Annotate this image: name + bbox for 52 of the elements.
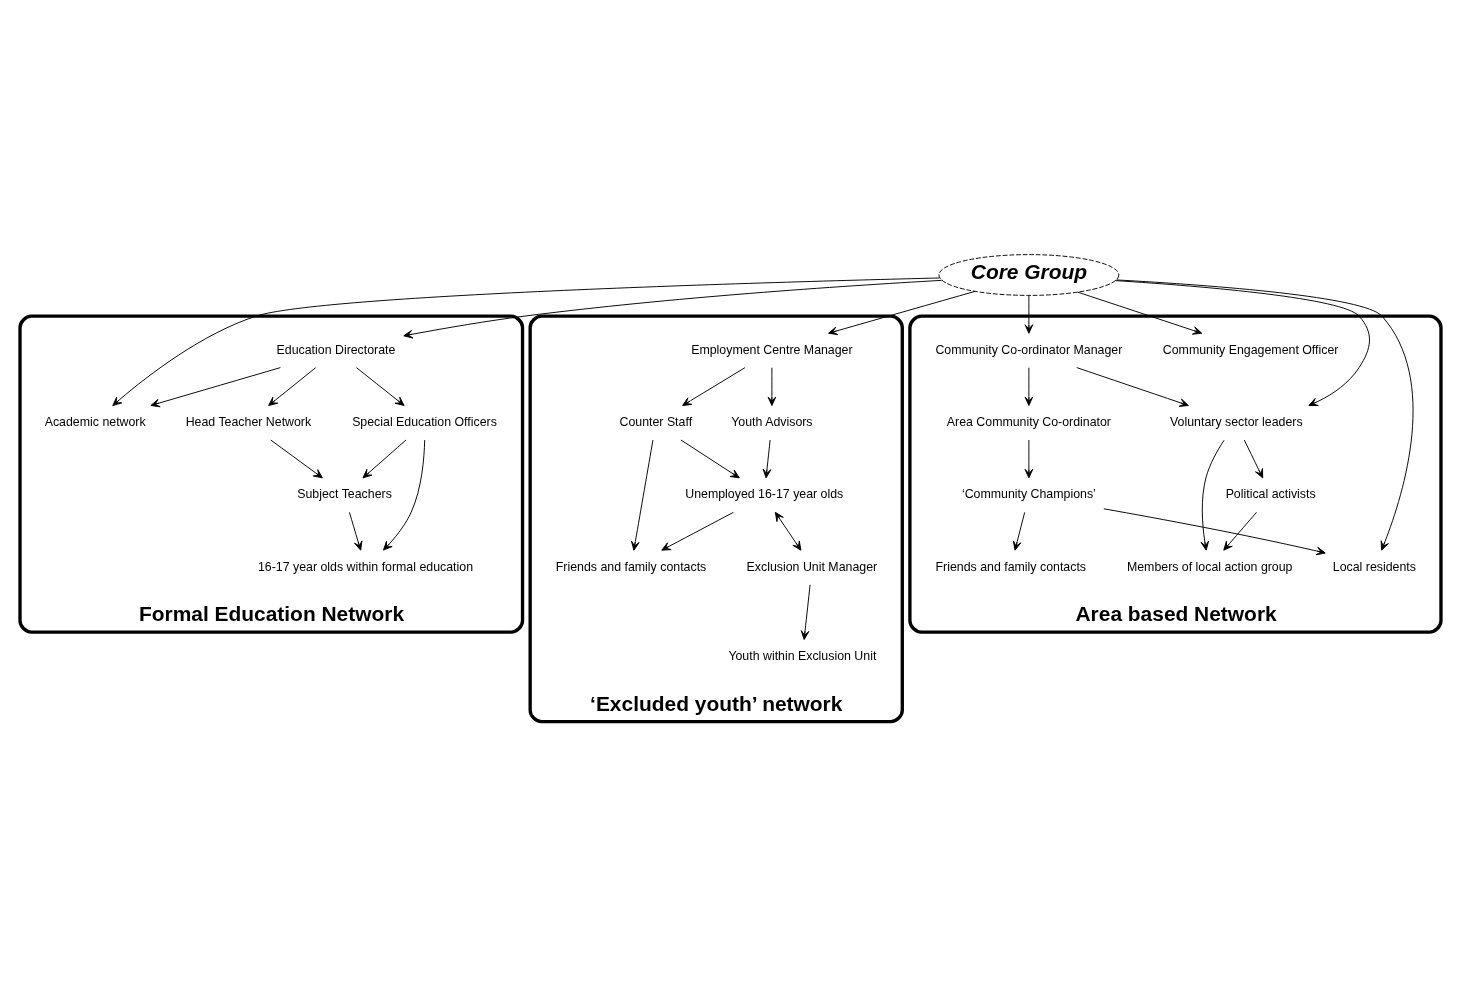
node-text: Members of local action group [1126, 559, 1293, 574]
node-text: Youth Advisors [731, 414, 813, 429]
arrow [680, 439, 740, 479]
node-text: Counter Staff [619, 414, 693, 429]
arrow [1116, 279, 1414, 551]
node-text: Friends and family contacts [935, 559, 1087, 574]
arrow [762, 439, 772, 479]
node-text: 16-17 year olds within formal education [257, 559, 474, 574]
node-text: Local residents [1332, 559, 1416, 574]
arrow [682, 367, 746, 406]
node-ellipse: Core Group [938, 254, 1120, 296]
arrow [774, 511, 802, 551]
arrow [403, 279, 943, 339]
arrow [1076, 367, 1189, 407]
node-text: Head Teacher Network [185, 414, 312, 429]
arrow [631, 439, 654, 551]
arrow [1223, 511, 1257, 551]
arrow [828, 290, 976, 336]
arrow [1012, 511, 1026, 551]
node-text: Political activists [1225, 487, 1316, 502]
node-text: Community Engagement Officer [1162, 342, 1339, 357]
node-text: Exclusion Unit Manager [746, 559, 878, 574]
arrow [800, 584, 811, 640]
node-text: Friends and family contacts [555, 559, 707, 574]
arrow [661, 511, 734, 551]
node-text: Education Directorate [276, 342, 396, 357]
node-text: Academic network [44, 414, 146, 429]
arrow [1024, 367, 1034, 406]
node-text: ‘Community Champions’ [961, 487, 1096, 502]
node-text: Community Co-ordinator Manager [935, 342, 1123, 357]
arrow [1103, 508, 1326, 556]
node-text: Employment Centre Manager [691, 342, 853, 357]
node-text: Subject Teachers [297, 487, 392, 502]
arrow [112, 277, 940, 407]
arrow [1243, 439, 1264, 479]
arrow [268, 367, 317, 406]
arrow [1200, 439, 1225, 551]
arrow [1024, 439, 1034, 479]
node-text: Youth within Exclusion Unit [728, 649, 877, 664]
arrow [1024, 294, 1034, 334]
arrow [1115, 280, 1370, 407]
arrow [356, 367, 405, 406]
arrow [362, 439, 407, 479]
node-text: Special Education Officers [352, 414, 497, 429]
node-text: Unemployed 16-17 year olds [685, 487, 844, 502]
node-text: Voluntary sector leaders [1170, 414, 1303, 429]
arrow [383, 439, 426, 551]
arrow [270, 439, 323, 479]
arrow [150, 367, 281, 408]
node-text: Area Community Co-ordinator [946, 414, 1111, 429]
arrow [348, 511, 363, 551]
arrow [767, 367, 777, 406]
